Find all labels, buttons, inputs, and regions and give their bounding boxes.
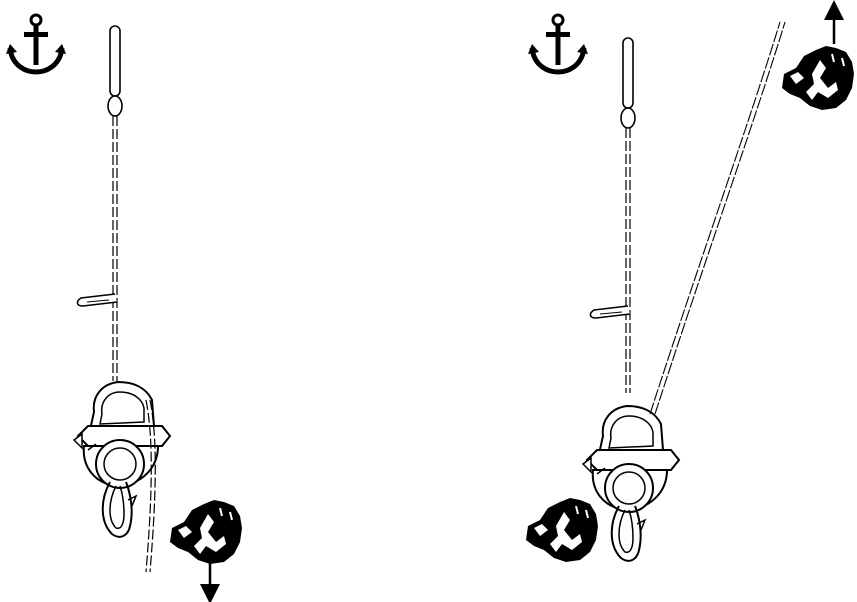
anchor-rope [589, 37, 636, 394]
belay-device [582, 405, 680, 562]
left-panel [6, 15, 243, 602]
fist-icon [169, 499, 243, 565]
right-panel [525, 0, 855, 563]
anchor-icon [6, 15, 66, 72]
fist-icon [781, 45, 855, 111]
brake-rope [149, 399, 156, 573]
brake-rope [649, 21, 781, 415]
holding-fist-icon [525, 497, 599, 563]
anchor-icon [528, 15, 588, 72]
anchor-rope [76, 25, 123, 382]
